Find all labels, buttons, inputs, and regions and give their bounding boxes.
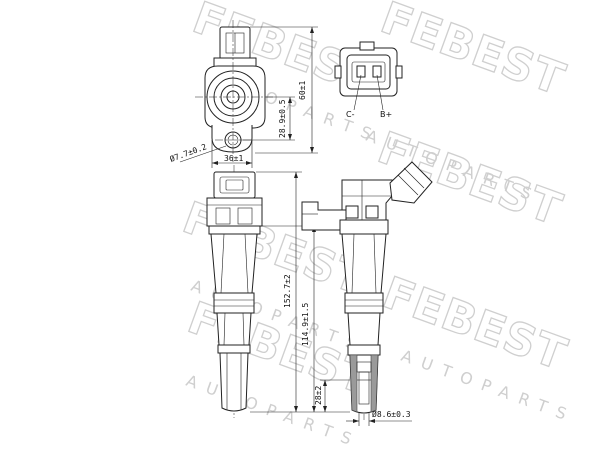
side-view-dimensions: 28±2 Ø8.6±0.3 [314, 379, 412, 426]
pin-c-minus [356, 65, 366, 78]
boot-section-left [349, 354, 358, 413]
front-body-lower [216, 312, 252, 346]
dim-height-top: 60±1 [298, 81, 307, 100]
connector-side-right [395, 65, 403, 79]
dim-hole-spacing: 28.9±0.5 [278, 99, 287, 138]
boot-section-right [370, 354, 379, 413]
pin-b-plus [372, 65, 382, 78]
side-collar [339, 219, 389, 235]
front-body-upper [210, 233, 258, 294]
front-collar [208, 225, 261, 235]
front-view [206, 165, 263, 418]
side-ring [347, 344, 381, 356]
side-connector [389, 161, 433, 204]
front-ring [217, 344, 251, 354]
pin-label-c: C- [346, 110, 355, 119]
side-body-lower [347, 312, 381, 346]
connector-cavity [346, 54, 391, 90]
top-view [195, 20, 275, 162]
side-view [301, 161, 433, 420]
front-boot [219, 352, 249, 412]
front-head-block [206, 197, 263, 227]
dim-tip-length: 28±2 [314, 386, 323, 405]
dim-hole-diameter: Ø7.7±0.2 [168, 141, 208, 164]
side-body-upper [341, 233, 387, 294]
side-bracket [301, 201, 347, 231]
pin-label-b: B+ [380, 110, 392, 119]
front-view-dimensions: 152.7±2 114.9±1.5 [250, 171, 320, 413]
dim-body-length: 114.9±1.5 [301, 302, 310, 346]
side-body-band [344, 292, 384, 314]
connector-latch [359, 41, 375, 51]
front-body-band [213, 292, 255, 314]
watermark-right-top: FEBEST [374, 0, 571, 106]
dim-overall-length: 152.7±2 [283, 274, 292, 308]
connector-end-view: C- B+ [334, 41, 403, 119]
dim-tip-diameter: Ø8.6±0.3 [372, 409, 411, 419]
dim-flange-width: 36±1 [224, 154, 243, 163]
connector-side-left [334, 65, 342, 79]
